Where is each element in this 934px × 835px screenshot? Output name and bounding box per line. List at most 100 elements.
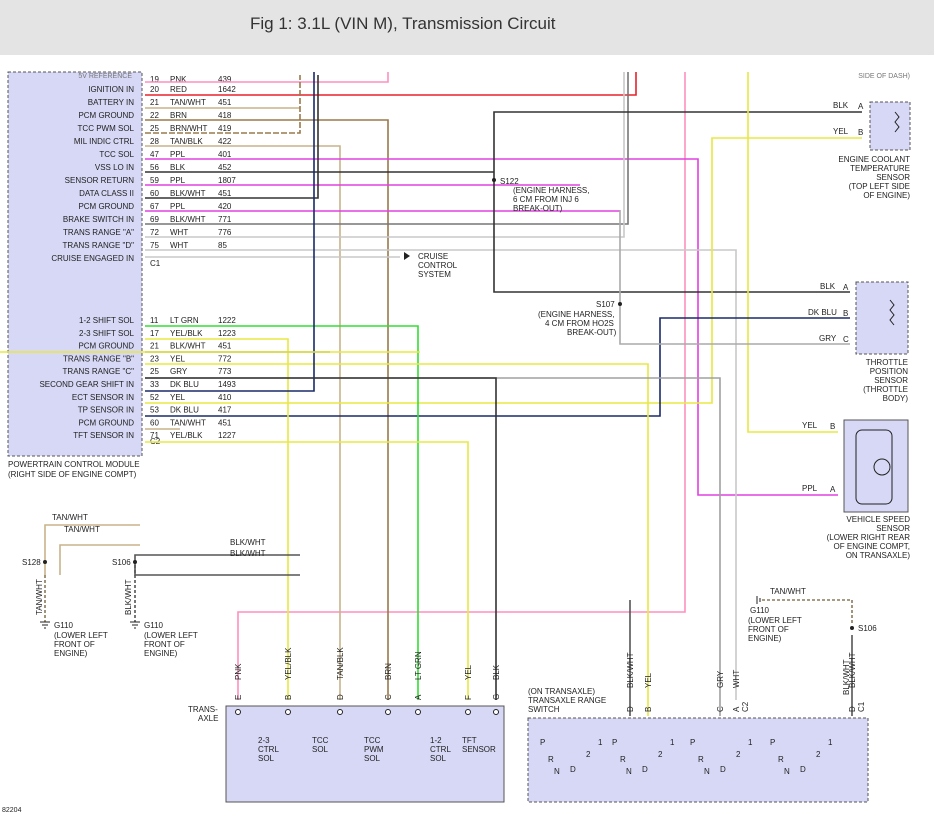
pcm-c1-label-12: TRANS RANGE "D" [63,241,135,250]
pcm-c2-color-9: YEL/BLK [170,431,203,440]
wiring-diagram: 5V REFERENCE POWERTRAIN CONTROL MODULE (… [0,71,911,814]
ground-g110-c: TAN/WHT G110 (LOWER LEFT FRONT OF ENGINE… [748,587,806,643]
pcm-c2-circuit-6: 410 [218,393,232,402]
pcm-c1-circuit-5: 401 [218,150,232,159]
svg-text:G110: G110 [54,621,74,630]
ect-top-cut: SIDE OF DASH) [858,73,910,80]
cruise-line2: CONTROL [418,261,458,270]
pcm-c2-pin-8: 60 [150,418,159,427]
svg-text:(THROTTLE: (THROTTLE [863,385,908,394]
pcm-c1-color-4: TAN/BLK [170,137,203,146]
pcm-c2-color-0: LT GRN [170,316,199,325]
splice-dots [43,178,854,630]
rs-detent-r-1: R [620,755,626,764]
pcm-location: (RIGHT SIDE OF ENGINE COMPT) [8,470,137,479]
rs-detent-2-1: 2 [658,750,663,759]
pcm-c2-color-5: DK BLU [170,380,199,389]
tx-comp-2-l3: SOL [364,754,381,763]
pcm-top-cut-label: 5V REFERENCE [78,73,132,80]
svg-text:TRANS-: TRANS- [188,705,218,714]
s128-wire-top: TAN/WHT [52,513,88,522]
rs-detent-r-0: R [548,755,554,764]
wire-dkblu-2nd [145,72,315,392]
pcm-c1-color-8: BLK/WHT [170,189,206,198]
pcm-c1-label-9: PCM GROUND [78,202,134,211]
rs-detent-d-0: D [570,765,576,774]
rs-detent-1-2: 1 [748,738,753,747]
pcm-c1-circuit-8: 451 [218,189,232,198]
pcm-pin-19-circuit: 439 [218,75,232,84]
tx-pin-letter-4: A [414,694,423,700]
tx-comp-0-l1: 2-3 [258,736,270,745]
wire-dkblu-tp [145,317,850,417]
rs-detent-2-0: 2 [586,750,591,759]
cruise-line1: CRUISE [418,252,448,261]
svg-text:VEHICLE SPEED: VEHICLE SPEED [846,515,910,524]
svg-text:TRANSAXLE RANGE: TRANSAXLE RANGE [528,696,606,705]
transaxle-range-switch: (ON TRANSAXLE) TRANSAXLE RANGE SWITCH BL… [527,652,869,803]
pcm-c1-pin-2: 22 [150,111,159,120]
pcm-c1-color-9: PPL [170,202,186,211]
pcm-c1-pin-12: 75 [150,241,159,250]
pcm-c1-label-7: SENSOR RETURN [65,176,135,185]
s106-right-label: S106 [858,624,877,633]
pcm-c1-circuit-10: 771 [218,215,232,224]
svg-text:G110: G110 [144,621,164,630]
tx-pin-terminal-4 [415,709,421,715]
pcm-c1-color-12: WHT [170,241,188,250]
pcm-c2-pin-5: 33 [150,380,159,389]
tx-comp-0-l2: CTRL [258,745,279,754]
pcm-c1-color-3: BRN/WHT [170,124,207,133]
svg-text:FRONT OF: FRONT OF [144,640,185,649]
pcm-c2-circuit-8: 451 [218,418,232,427]
wire-gry-tp [619,210,850,345]
pcm-c2-label-9: TFT SENSOR IN [73,431,134,440]
pcm-c1-color-7: PPL [170,176,186,185]
pcm-c1-circuit-3: 419 [218,124,232,133]
pcm-c2-color-2: BLK/WHT [170,342,206,351]
svg-text:(LOWER RIGHT REAR: (LOWER RIGHT REAR [827,533,911,542]
rs-pin-color-4: BLK/WHT [848,652,857,688]
pcm-c1-label-5: TCC SOL [99,150,134,159]
rs-detent-d-1: D [642,765,648,774]
tx-pin-color-4: LT GRN [414,651,423,680]
tx-pin-color-5: YEL [464,664,473,680]
pcm-c1-circuit-0: 1642 [218,85,236,94]
pcm-c2-color-6: YEL [170,393,186,402]
s128-label: S128 [22,558,41,567]
wire-yelblk-tft [145,441,469,700]
tx-comp-2-l1: TCC [364,736,381,745]
pcm-c2-color-7: DK BLU [170,406,199,415]
svg-text:OF ENGINE COMPT,: OF ENGINE COMPT, [834,542,910,551]
rs-detent-2-3: 2 [816,750,821,759]
rs-detent-p-1: P [612,738,617,747]
pcm-c2-pin-6: 52 [150,393,159,402]
svg-text:A: A [830,485,836,494]
svg-text:BLK: BLK [833,101,849,110]
pcm-c2-label-1: 2-3 SHIFT SOL [79,329,135,338]
pcm-c1-color-5: PPL [170,150,186,159]
pcm-c1-circuit-4: 422 [218,137,232,146]
pcm-c2-circuit-2: 451 [218,342,232,351]
pcm-c2-pin-9: 71 [150,431,159,440]
wire-wht-range-a [145,72,625,238]
svg-text:SENSOR: SENSOR [876,173,910,182]
rs-detent-2-2: 2 [736,750,741,759]
pcm-c2-circuit-3: 772 [218,354,232,363]
wire-blk-wht-brake [145,72,629,225]
tx-comp-4-l2: SENSOR [462,745,496,754]
tx-pin-letter-2: D [336,694,345,700]
s106-wire-top: BLK/WHT [230,538,266,547]
wire-red [145,72,637,96]
svg-text:PPL: PPL [802,484,818,493]
pcm-c2-label-5: SECOND GEAR SHIFT IN [39,380,134,389]
cruise-ref: CRUISE CONTROL SYSTEM [404,252,458,279]
pcm-module: 5V REFERENCE POWERTRAIN CONTROL MODULE (… [7,71,143,479]
pcm-pin-19-number: 19 [150,75,159,84]
tx-comp-4-l1: TFT [462,736,477,745]
figure-title: Fig 1: 3.1L (VIN M), Transmission Circui… [250,14,556,33]
ground-g110-a: G110 (LOWER LEFT FRONT OF ENGINE) [40,621,108,658]
rs-detent-n-2: N [704,767,710,776]
